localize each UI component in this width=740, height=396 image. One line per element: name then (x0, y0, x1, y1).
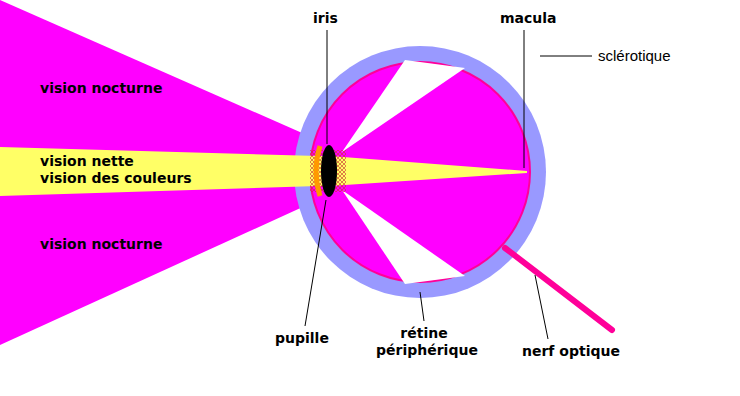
leader-line (327, 30, 328, 144)
iris-edge (316, 146, 320, 196)
inner-region (342, 190, 465, 284)
part-label: sclérotique (598, 47, 671, 64)
leader-line (535, 275, 548, 339)
region-label: vision nocturne (40, 236, 162, 253)
part-label: pupille (275, 330, 329, 347)
leader-line (524, 30, 525, 168)
sharp-vision-beam (0, 147, 527, 196)
leader-line (305, 200, 326, 326)
part-label: nerf optique (522, 343, 620, 360)
part-label: rétine périphérique (376, 325, 472, 359)
iris (321, 145, 337, 197)
part-label: macula (500, 10, 557, 27)
part-label: iris (313, 10, 338, 27)
leader-line (420, 292, 424, 321)
leader-line (540, 56, 592, 57)
region-label: vision des couleurs (40, 170, 192, 187)
optic-nerve (505, 248, 612, 330)
region-label: vision nette (40, 153, 134, 170)
region-label: vision nocturne (40, 80, 162, 97)
inner-region (342, 60, 465, 152)
